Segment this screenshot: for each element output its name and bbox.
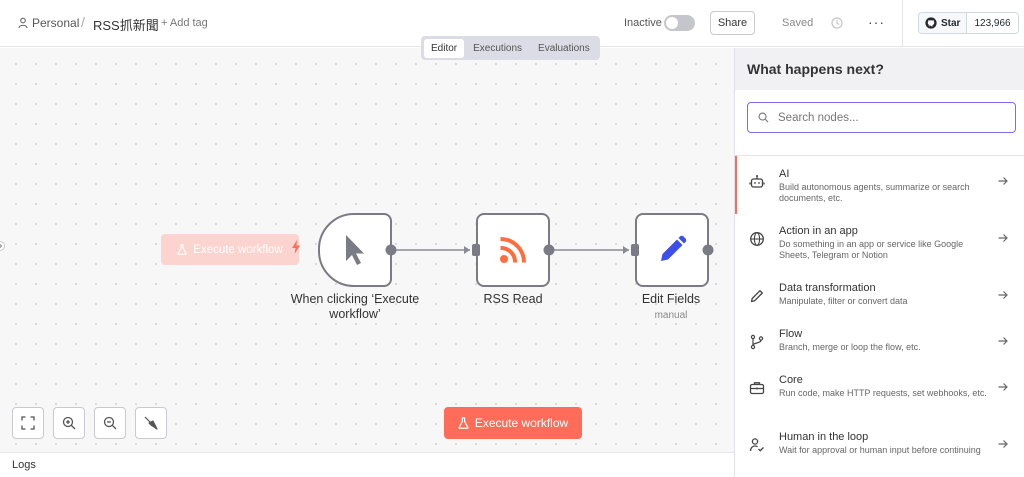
output-handle[interactable] [543,244,555,256]
active-toggle[interactable] [664,15,695,31]
input-handle[interactable] [472,244,480,256]
trigger-execute-label: Execute workflow [193,243,283,256]
category-title: Data transformation [779,282,876,294]
tidy-up-button[interactable] [135,407,167,439]
arrow-right-icon [998,337,1008,345]
category-description: Manipulate, filter or convert data [779,296,908,306]
toggle-knob [666,17,678,29]
category-title: Action in an app [779,225,858,237]
panel-collapse-handle[interactable] [0,240,6,252]
node-label-edit-fields: Edit Fields [641,292,701,306]
execute-workflow-button[interactable]: Execute workflow [444,407,582,439]
output-handle[interactable] [702,244,714,256]
selected-accent [735,156,737,214]
zoom-in-button[interactable] [53,407,85,439]
logs-bar[interactable]: Logs [0,452,734,477]
pen-icon [750,290,763,303]
arrow-right-icon [998,291,1008,299]
status-label: Inactive [624,17,662,29]
github-star-button[interactable]: Star 123,966 [918,12,1019,34]
category-title: Human in the loop [779,431,869,443]
node-connections [392,246,629,254]
github-star-count[interactable]: 123,966 [967,13,1018,33]
github-icon [925,17,937,29]
arrow-right-icon [998,383,1008,391]
node-manual-trigger[interactable] [318,213,392,287]
branch-icon [750,334,764,350]
category-description: Branch, merge or loop the flow, etc. [779,342,921,352]
node-edit-fields[interactable] [635,213,709,287]
category-title: Flow [779,328,803,340]
panel-title: What happens next? [735,48,1024,90]
share-button[interactable]: Share [710,11,755,35]
lightning-icon [292,240,300,254]
flask-icon [177,244,187,255]
cursor-icon [346,235,364,265]
node-creator-panel: What happens next? AI Build autonomous a… [734,48,1024,477]
breadcrumb-personal-label: Personal [32,16,80,30]
zoom-out-button[interactable] [94,407,126,439]
connection-arrow [623,246,629,254]
broom-icon [144,416,158,430]
logs-label: Logs [12,459,36,471]
category-description: Do something in an app or service like G… [779,239,964,260]
arrow-right-icon [998,234,1008,242]
tab-evaluations[interactable]: Evaluations [538,42,590,54]
github-star[interactable]: Star [919,13,968,33]
node-subtitle-edit-fields: manual [654,310,688,321]
tab-executions[interactable]: Executions [473,42,523,54]
header-divider [902,0,903,47]
zoom-out-icon [103,416,117,430]
search-icon [758,112,769,123]
node-label-trigger: When clicking ‘Execute workflow’ [290,292,420,321]
arrow-right-icon [998,177,1008,185]
category-description: Run code, make HTTP requests, set webhoo… [779,388,987,398]
category-description: Build autonomous agents, summarize or se… [779,182,970,203]
view-tabs: Editor Executions Evaluations [421,36,600,60]
search-input[interactable] [778,111,998,124]
breadcrumb-separator: / [81,14,85,30]
more-options-icon[interactable]: ··· [868,14,885,30]
pencil-icon [661,235,687,261]
globe-icon [750,232,764,246]
flask-icon [458,417,469,429]
add-tag-button[interactable]: + Add tag [161,17,208,29]
github-star-label: Star [941,17,961,29]
category-title: Core [779,374,803,386]
trigger-execute-button[interactable]: Execute workflow [161,234,299,265]
toolbox-icon [749,382,765,395]
breadcrumb-personal[interactable]: Personal [18,16,79,30]
arrow-right-icon [998,440,1008,448]
input-handle[interactable] [631,244,639,256]
saved-status: Saved [782,17,814,29]
history-icon[interactable] [830,16,844,30]
category-title: AI [779,168,790,180]
person-icon [18,17,28,29]
category-description: Wait for approval or human input before … [779,445,981,455]
search-box[interactable] [747,102,1016,133]
user-check-icon [749,438,764,452]
rss-icon [500,237,526,263]
connection-arrow [464,246,470,254]
execute-workflow-label: Execute workflow [474,416,569,430]
robot-icon [749,175,765,188]
fit-view-icon [21,416,35,430]
tab-editor[interactable]: Editor [424,38,465,58]
node-rss-read[interactable] [476,213,550,287]
node-label-rss: RSS Read [483,292,543,306]
fit-view-button[interactable] [12,407,44,439]
panel-divider [735,155,1024,156]
workflow-name[interactable]: RSS抓新聞 [93,18,159,33]
zoom-in-icon [62,416,76,430]
output-handle[interactable] [385,244,397,256]
